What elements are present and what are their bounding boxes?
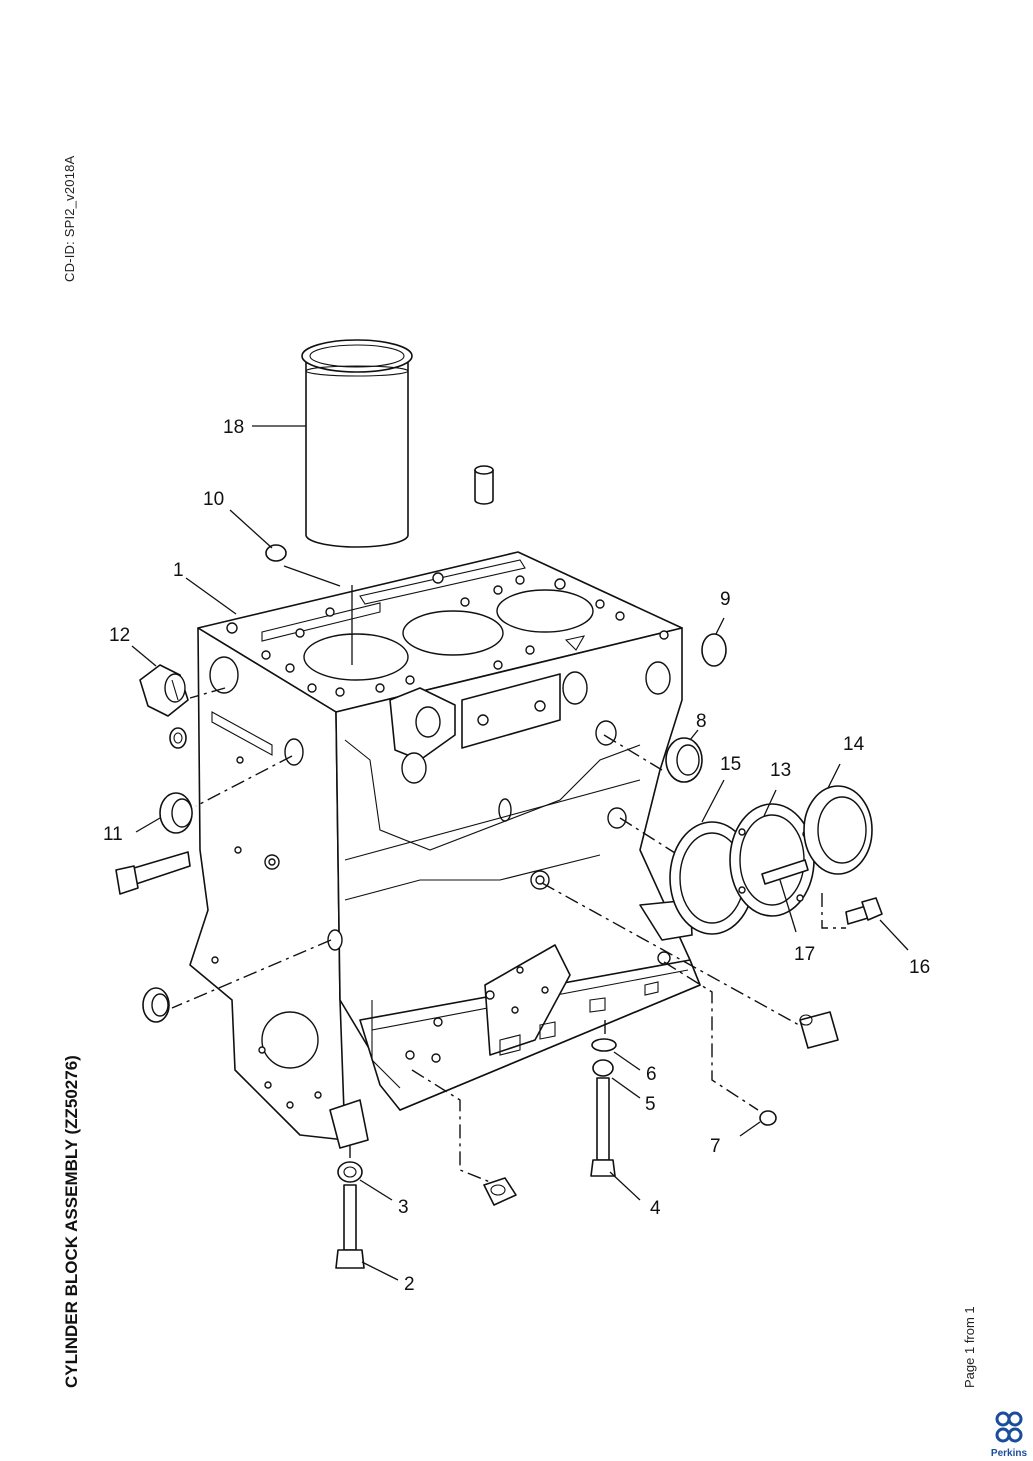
callout-8: 8 [696,711,707,732]
callout-2: 2 [404,1274,415,1295]
small-plug [169,727,187,749]
callout-6: 6 [646,1064,657,1085]
callout-5: 5 [645,1094,656,1115]
part-5-sleeve [592,1059,614,1077]
callout-16: 16 [909,957,930,978]
callout-11: 11 [103,824,123,845]
cylinder-liner [301,339,413,548]
part-16-bolt [845,897,883,925]
bolt-left [115,851,191,895]
callout-3: 3 [398,1197,409,1218]
callout-12: 12 [109,625,130,646]
part-6-o-ring [591,1038,617,1052]
perkins-logo-wordmark: Perkins [990,1448,1028,1459]
dowel-pin [474,465,494,505]
part-17-screw [761,859,809,885]
part-2-bolt [335,1184,365,1269]
callout-13: 13 [770,760,791,781]
part-11-seal [159,792,193,834]
callout-18: 18 [223,417,244,438]
cylinder-block [189,551,701,1149]
part-3-sleeve [337,1161,363,1183]
part-7-plug [759,1110,777,1126]
callout-15: 15 [720,754,741,775]
part-13-housing [729,803,815,917]
perkins-logo-icon [995,1411,1023,1443]
socket-plug [483,1177,517,1206]
callout-10: 10 [203,489,224,510]
callout-14: 14 [843,734,865,755]
callout-9: 9 [720,589,731,610]
part-9-plug [701,633,727,667]
part-12-core-plug [139,664,189,717]
drain-plug-right [799,1011,839,1049]
part-8-seal [665,737,703,783]
perkins-logo: Perkins [986,1410,1032,1459]
part-4-bolt [590,1077,616,1177]
callout-7: 7 [710,1136,721,1157]
callout-1: 1 [173,560,184,581]
callout-17: 17 [794,944,815,965]
part-10-ring [265,544,287,562]
seal-lower-left [142,987,170,1023]
callout-4: 4 [650,1198,661,1219]
part-14-oil-seal [803,785,873,875]
